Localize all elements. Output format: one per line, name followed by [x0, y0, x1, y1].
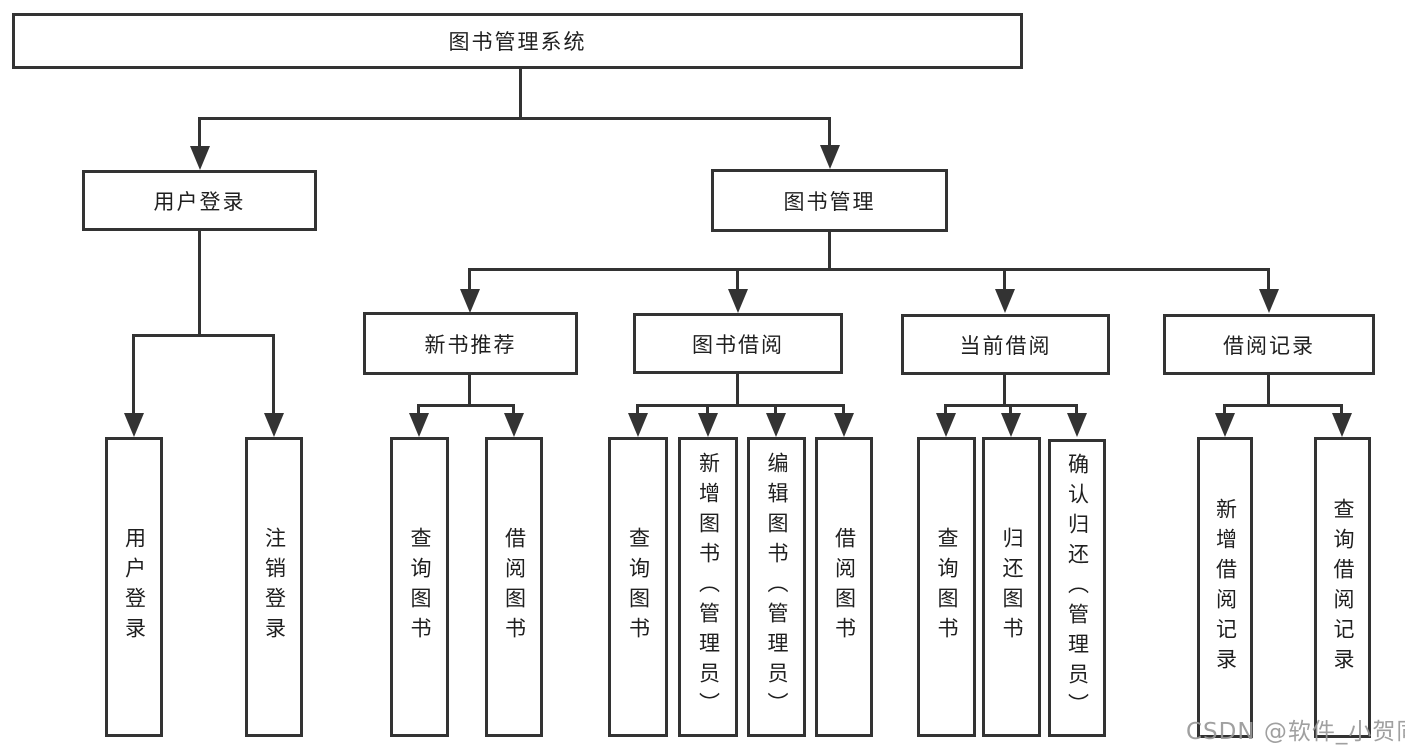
arrow-down-icon — [766, 413, 786, 437]
leaf-confirm-return-admin: 确认归还（管理员） — [1048, 439, 1106, 737]
leaf-query-borrow-record: 查询借阅记录 — [1314, 437, 1371, 738]
arrow-down-icon — [264, 413, 284, 437]
leaf-borrow-books: 借阅图书 — [815, 437, 873, 737]
arrow-down-icon — [1001, 413, 1021, 437]
connector-line-v — [1267, 268, 1270, 291]
leaf-user-login: 用户登录 — [105, 437, 163, 737]
connector-line-v — [842, 404, 845, 416]
connector-line-h — [468, 268, 1270, 271]
leaf-add-books-admin: 新增图书（管理员） — [678, 437, 738, 737]
connector-line-v — [1340, 404, 1343, 416]
leaf-borrow-books: 借阅图书 — [485, 437, 543, 737]
watermark: CSDN @软件_小贺同学 — [1186, 719, 1405, 745]
leaf-add-borrow-record: 新增借阅记录 — [1197, 437, 1253, 738]
node-label: 当前借阅 — [959, 333, 1052, 358]
node-label: 注销登录 — [262, 527, 287, 647]
leaf-edit-books-admin: 编辑图书（管理员） — [747, 437, 806, 737]
arrow-down-icon — [460, 289, 480, 313]
leaf-query-books: 查询图书 — [608, 437, 668, 737]
connector-line-h — [1223, 404, 1343, 407]
arrow-down-icon — [820, 145, 840, 169]
connector-line-v — [417, 404, 420, 416]
node-book-management: 图书管理 — [711, 169, 948, 232]
node-label: 新书推荐 — [424, 332, 517, 357]
node-label: 图书管理系统 — [448, 30, 587, 54]
node-label: 编辑图书（管理员） — [765, 452, 789, 722]
connector-line-v — [636, 404, 639, 416]
arrow-down-icon — [728, 289, 748, 313]
connector-line-v — [1267, 373, 1270, 407]
leaf-query-books: 查询图书 — [390, 437, 449, 737]
leaf-logout: 注销登录 — [245, 437, 303, 737]
arrow-down-icon — [628, 413, 648, 437]
arrow-down-icon — [936, 413, 956, 437]
arrow-down-icon — [698, 413, 718, 437]
node-current-borrowing: 当前借阅 — [901, 314, 1110, 375]
connector-line-v — [198, 117, 201, 150]
arrow-down-icon — [504, 413, 524, 437]
node-label: 图书借阅 — [692, 332, 784, 357]
arrow-down-icon — [834, 413, 854, 437]
arrow-down-icon — [124, 413, 144, 437]
arrow-down-icon — [1215, 413, 1235, 437]
connector-line-v — [272, 334, 275, 415]
arrow-down-icon — [1067, 413, 1087, 437]
node-label: 查询图书 — [626, 527, 651, 647]
connector-line-v — [944, 404, 947, 416]
arrow-down-icon — [1259, 289, 1279, 313]
node-label: 新增借阅记录 — [1213, 497, 1238, 678]
node-label: 用户登录 — [153, 189, 246, 214]
connector-line-v — [1223, 404, 1226, 416]
connector-line-h — [132, 334, 275, 337]
leaf-return-books: 归还图书 — [982, 437, 1041, 737]
node-label: 用户登录 — [122, 527, 147, 647]
arrow-down-icon — [995, 289, 1015, 313]
node-new-book-recommend: 新书推荐 — [363, 312, 578, 375]
connector-line-v — [828, 117, 831, 150]
node-borrow-records: 借阅记录 — [1163, 314, 1375, 375]
connector-line-h — [198, 117, 831, 120]
connector-line-v — [198, 229, 201, 336]
connector-line-v — [468, 268, 471, 291]
connector-line-v — [1009, 404, 1012, 416]
arrow-down-icon — [1332, 413, 1352, 437]
node-label: 归还图书 — [1000, 527, 1024, 647]
connector-line-v — [736, 268, 739, 291]
node-label: 查询借阅记录 — [1331, 497, 1355, 678]
connector-line-h — [636, 404, 845, 407]
connector-line-v — [736, 372, 739, 407]
connector-line-v — [828, 230, 831, 270]
arrow-down-icon — [409, 413, 429, 437]
node-label: 确认归还（管理员） — [1065, 453, 1090, 723]
leaf-query-books: 查询图书 — [917, 437, 976, 737]
node-label: 查询图书 — [408, 527, 432, 647]
node-label: 查询图书 — [935, 527, 959, 647]
node-user-login: 用户登录 — [82, 170, 317, 231]
node-library-management-system: 图书管理系统 — [12, 13, 1023, 69]
connector-line-v — [468, 373, 471, 407]
arrow-down-icon — [190, 146, 210, 170]
connector-line-h — [417, 404, 515, 407]
connector-line-v — [706, 404, 709, 416]
node-label: 借阅图书 — [502, 527, 527, 647]
node-label: 借阅图书 — [832, 527, 857, 647]
node-label: 图书管理 — [783, 189, 876, 214]
node-book-borrowing: 图书借阅 — [633, 313, 843, 374]
connector-line-v — [512, 404, 515, 416]
connector-line-v — [519, 69, 522, 119]
connector-line-v — [132, 334, 135, 415]
node-label: 借阅记录 — [1223, 333, 1315, 358]
node-label: 新增图书（管理员） — [696, 452, 721, 722]
connector-line-v — [1003, 268, 1006, 291]
connector-line-v — [774, 404, 777, 416]
connector-line-v — [1003, 373, 1006, 407]
connector-line-v — [1075, 404, 1078, 416]
